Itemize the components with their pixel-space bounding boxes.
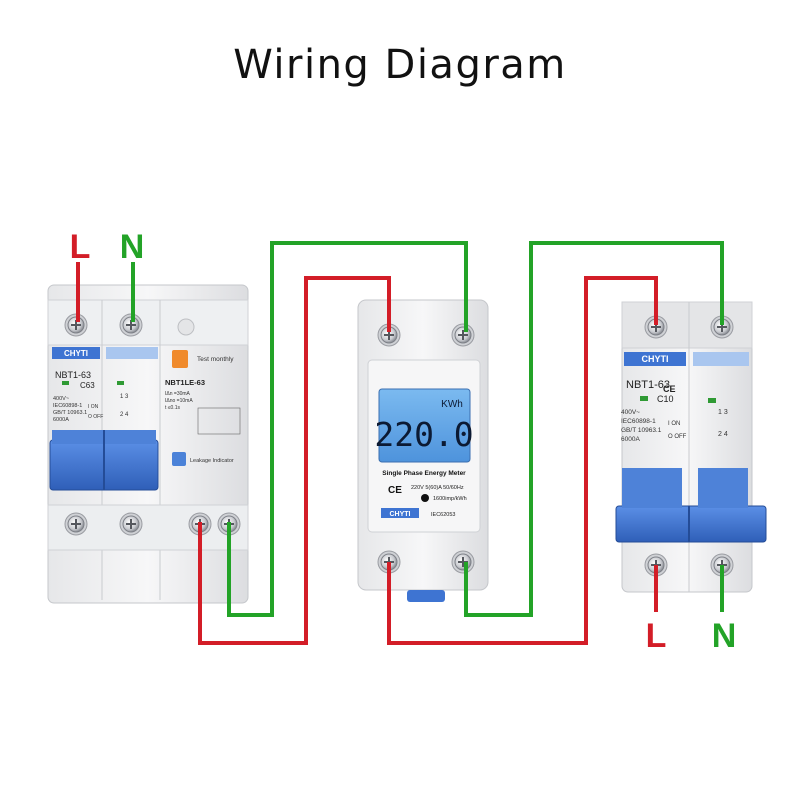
rcbo-aux-symbol2: 2 4 bbox=[120, 412, 129, 418]
rcbo-to-meter-live-wire bbox=[198, 276, 391, 645]
meter-to-breaker-live-wire bbox=[387, 276, 658, 645]
breaker2-on-label: I ON bbox=[668, 421, 680, 427]
energy-meter: KWh 220.0 Single Phase Energy Meter CE 2… bbox=[357, 299, 489, 602]
output-live-label: L bbox=[646, 617, 667, 655]
breaker2-aux-symbol: 1 3 bbox=[718, 409, 728, 416]
diagram-title: Wiring Diagram bbox=[233, 42, 567, 88]
meter-pulse: 1600imp/kWh bbox=[433, 496, 467, 502]
input-live-label: L bbox=[70, 228, 91, 266]
breaker2-standard1: IEC60898-1 bbox=[621, 418, 656, 425]
breaker2-status-indicator-2 bbox=[708, 398, 716, 403]
leak-model: NBT1LE-63 bbox=[165, 378, 205, 387]
breaker2-capacity: 6000A bbox=[621, 436, 640, 443]
input-neutral-label: N bbox=[120, 228, 145, 266]
rcbo-standard2: GB/T 10963.1 bbox=[53, 410, 87, 416]
meter-top-screw-2 bbox=[451, 323, 475, 347]
meter-to-breaker-neutral-wire bbox=[464, 241, 724, 617]
breaker2-model: NBT1-63 bbox=[626, 379, 670, 391]
breaker2-standard2: GB/T 10963.1 bbox=[621, 427, 662, 434]
rcbo-off-label: O OFF bbox=[88, 414, 103, 420]
test-monthly-label: Test monthly bbox=[197, 356, 234, 363]
wires bbox=[76, 241, 724, 645]
pulse-led bbox=[421, 494, 429, 502]
rcbo-capacity: 6000A bbox=[53, 417, 69, 423]
rcbo-brand: CHYTI bbox=[64, 349, 88, 358]
rcbo-model: NBT1-63 bbox=[55, 370, 91, 380]
test-button bbox=[172, 350, 188, 368]
circuit-symbol bbox=[197, 407, 241, 435]
leak-spec1: IΔn =30mA bbox=[165, 391, 191, 397]
rcbo-voltage: 400V~ bbox=[53, 396, 69, 402]
leak-spec3: t ≤0.1s bbox=[165, 405, 180, 411]
meter-brand: CHYTI bbox=[390, 511, 411, 518]
rcbo-to-meter-neutral-wire bbox=[227, 241, 468, 617]
rcbo-standard1: IEC60898-1 bbox=[53, 403, 82, 409]
rcbo-status-indicator-2 bbox=[117, 381, 124, 385]
meter-unit: KWh bbox=[441, 399, 463, 410]
rcbo-status-indicator bbox=[62, 381, 69, 385]
breaker2-off-label: O OFF bbox=[668, 434, 687, 440]
rcbo-bottom-screw-1 bbox=[64, 512, 88, 536]
meter-spec: 220V 5(60)A 50/60Hz bbox=[411, 485, 464, 491]
leak-spec2: IΔno =10mA bbox=[165, 398, 193, 404]
breaker2-brand: CHYTI bbox=[642, 354, 669, 364]
rcbo-device: CHYTI NBT1-63 C63 400V~ IEC60898-1 GB/T … bbox=[47, 284, 249, 604]
meter-standard: IEC62053 bbox=[431, 512, 455, 518]
rcbo-bottom-screw-2 bbox=[119, 512, 143, 536]
rcbo-rating: C63 bbox=[80, 381, 95, 390]
leakage-indicator-label: Leakage Indicator bbox=[190, 458, 234, 464]
meter-name: Single Phase Energy Meter bbox=[382, 470, 466, 477]
rcbo-on-label: I ON bbox=[88, 404, 99, 410]
rcbo-aux-symbol: 1 3 bbox=[120, 394, 129, 400]
leakage-indicator-button bbox=[172, 452, 186, 466]
breaker2-aux-symbol2: 2 4 bbox=[718, 431, 728, 438]
meter-ce-mark: CE bbox=[388, 485, 402, 496]
breaker2-voltage: 400V~ bbox=[621, 409, 640, 416]
breaker2-toggle bbox=[615, 505, 767, 543]
meter-reading: 220.0 bbox=[374, 415, 473, 454]
output-neutral-label: N bbox=[712, 617, 737, 655]
lcd-screen bbox=[378, 388, 471, 463]
breaker2-ce-mark: CE bbox=[663, 384, 676, 394]
breaker2-status-indicator bbox=[640, 396, 648, 401]
breaker2-rating: C10 bbox=[657, 394, 674, 404]
output-breaker: CHYTI NBT1-63 C10 CE 400V~ IEC60898-1 GB… bbox=[615, 301, 767, 593]
meter-bottom-screw-2 bbox=[451, 550, 475, 574]
